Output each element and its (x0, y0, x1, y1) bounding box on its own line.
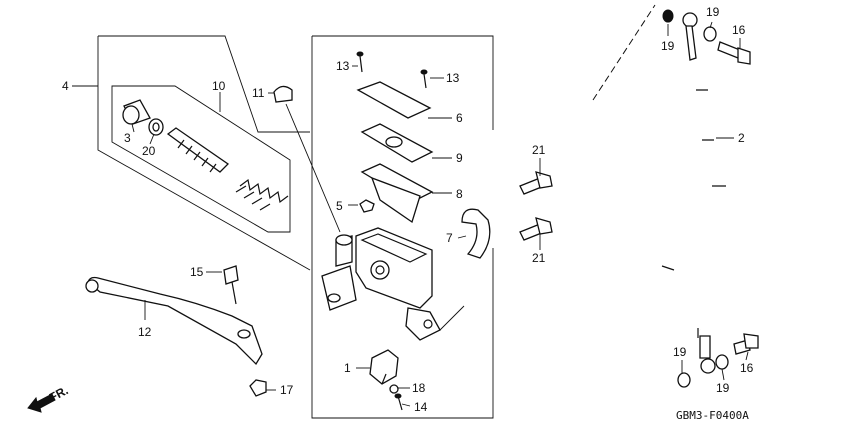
screw-part-13-a (356, 51, 364, 73)
holder-part-7 (461, 208, 491, 259)
hose-upper-fitting (682, 12, 698, 61)
hose-lower-fitting (699, 335, 716, 374)
callout-19-d: 19 (716, 381, 730, 395)
group-4-frame (97, 35, 311, 271)
callout-13-a: 13 (336, 59, 350, 73)
body-frame (311, 35, 494, 419)
washer-part-19-a (662, 9, 674, 23)
callout-13-b: 13 (446, 71, 460, 85)
callout-7: 7 (446, 231, 453, 245)
cap-part-11 (273, 85, 341, 233)
screw-part-14 (394, 393, 403, 411)
circlip-part-20 (148, 118, 164, 136)
plate-part-9 (360, 123, 434, 163)
diagram-code: GBM3-F0400A (676, 409, 749, 422)
bolt-part-21-a (519, 171, 553, 195)
callout-14: 14 (414, 400, 428, 414)
nut-part-17 (249, 379, 267, 397)
callout-6: 6 (456, 111, 463, 125)
spring (235, 178, 289, 211)
pivot-bolt-part-15 (223, 265, 239, 305)
washer-part-19-b (703, 26, 717, 42)
group-10-frame (111, 85, 291, 233)
piston-part-10 (166, 127, 230, 173)
callout-15: 15 (190, 265, 204, 279)
callout-18: 18 (412, 381, 426, 395)
leader-lines (72, 21, 749, 407)
callout-17: 17 (280, 383, 294, 397)
screw-part-13-b (420, 69, 428, 89)
front-direction-arrow (27, 393, 56, 413)
callout-12: 12 (138, 325, 152, 339)
boot-part-3 (122, 99, 151, 125)
clip-part-5 (359, 199, 375, 213)
bolt-part-16-a (717, 41, 751, 65)
callout-16-a: 16 (732, 23, 746, 37)
callout-21-a: 21 (532, 143, 546, 157)
callout-2: 2 (738, 131, 745, 145)
callout-16-b: 16 (740, 361, 754, 375)
callout-9: 9 (456, 151, 463, 165)
callout-19-b: 19 (706, 5, 720, 19)
callout-4: 4 (62, 79, 69, 93)
callout-19-a: 19 (661, 39, 675, 53)
lever-part-12 (85, 276, 263, 366)
callout-11: 11 (252, 86, 265, 100)
reservoir-cap-part-6 (356, 81, 432, 119)
brake-hose-part-2 (642, 57, 726, 338)
dashed-link (592, 4, 656, 101)
washer-part-18 (389, 384, 399, 394)
callout-1: 1 (344, 361, 351, 375)
switch-part-1 (369, 349, 399, 385)
callout-21-b: 21 (532, 251, 546, 265)
washer-part-19-c (677, 372, 691, 388)
diaphragm-part-8 (360, 163, 434, 224)
callout-8: 8 (456, 187, 463, 201)
washer-part-19-d (715, 354, 729, 370)
callout-5: 5 (336, 199, 343, 213)
callout-10: 10 (212, 79, 226, 93)
bolt-part-16-b (733, 333, 759, 355)
callout-20: 20 (142, 144, 156, 158)
bolt-part-21-b (519, 217, 553, 241)
master-cylinder-body (321, 227, 465, 341)
callout-3: 3 (124, 131, 131, 145)
callout-19-c: 19 (673, 345, 687, 359)
